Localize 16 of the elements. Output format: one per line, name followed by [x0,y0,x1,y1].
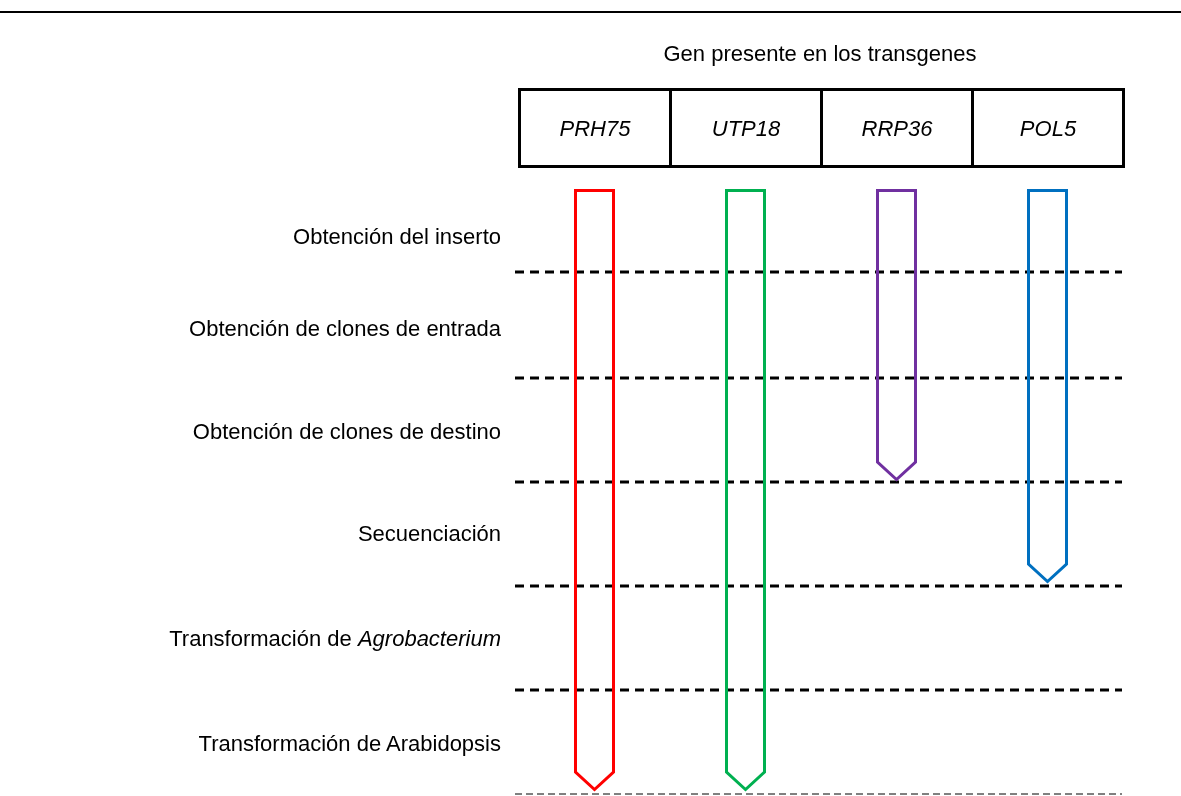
gene-header-box [971,88,1125,168]
step-label: Transformación de Arabidopsis [198,733,501,755]
step-label: Obtención de clones de destino [192,421,501,443]
step-label: Obtención del inserto [293,226,501,248]
gene-header-box [820,88,974,168]
gene-header-box [518,88,672,168]
gene-name: RRP36 [861,114,933,143]
block-arrow [876,189,917,482]
step-label: Secuenciación [357,523,501,545]
gene-name: PRH75 [559,114,631,143]
title: Gen presente en los transgenes [662,40,978,68]
step-label: Transformación de Agrobacterium [169,628,501,650]
gene-name: UTP18 [711,114,781,143]
gene-name: POL5 [1019,114,1077,143]
step-label: Obtención de clones de entrada [189,318,501,340]
gene-header-box [669,88,823,168]
